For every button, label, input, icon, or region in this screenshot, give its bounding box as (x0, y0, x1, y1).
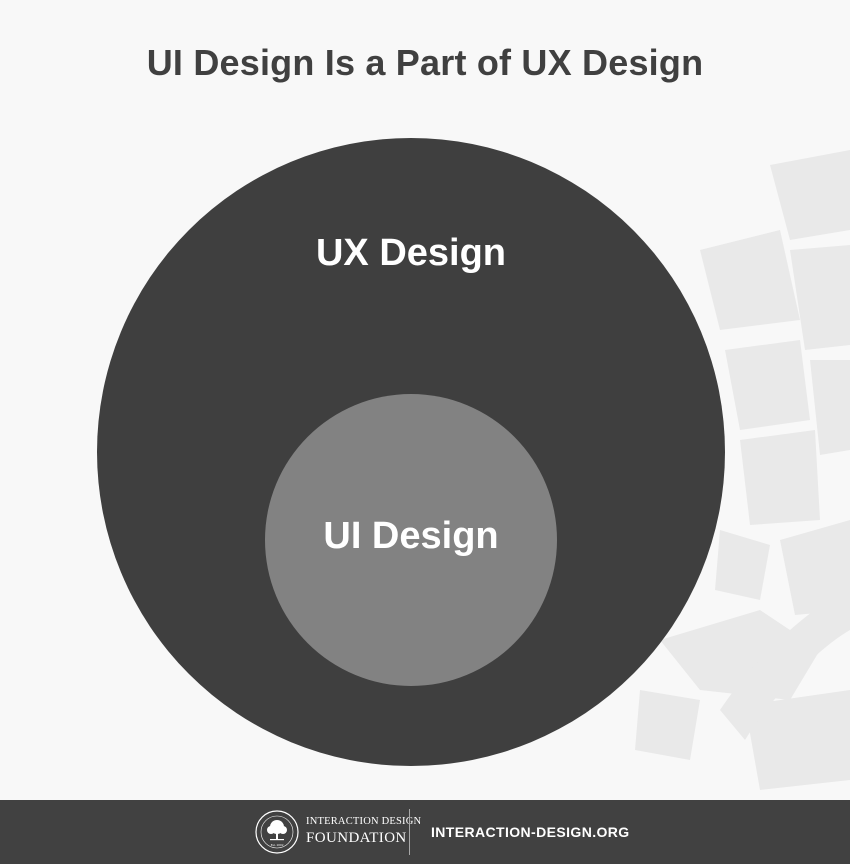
foundation-name-line1: INTERACTION DESIGN (306, 816, 422, 827)
website-link[interactable]: INTERACTION-DESIGN.ORG (431, 824, 630, 840)
footer-bar: Est. 2002 INTERACTION DESIGN FOUNDATION … (0, 800, 850, 864)
foundation-seal-icon: Est. 2002 (255, 810, 299, 854)
tree-watermark-icon (635, 150, 850, 790)
ui-design-circle (265, 394, 557, 686)
foundation-name: INTERACTION DESIGN FOUNDATION (306, 816, 422, 846)
ui-design-label: UI Design (323, 515, 499, 557)
page-title: UI Design Is a Part of UX Design (146, 42, 704, 83)
seal-text: Est. 2002 (271, 843, 284, 847)
ux-design-label: UX Design (315, 232, 507, 274)
foundation-name-line2: FOUNDATION (306, 829, 407, 846)
footer-divider (409, 809, 410, 855)
